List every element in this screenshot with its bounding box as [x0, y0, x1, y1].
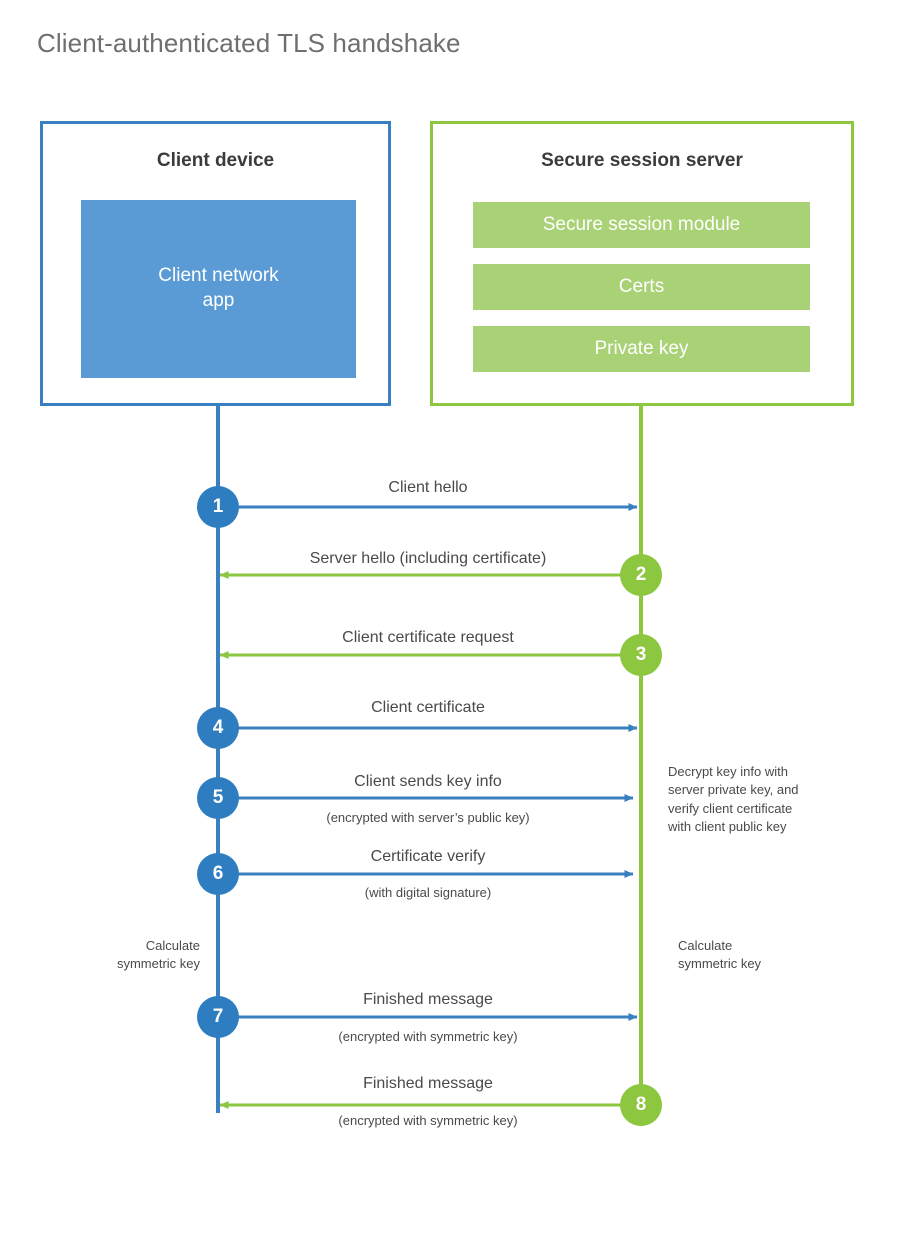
secure-session-module-bar: Secure session module	[473, 202, 810, 248]
message-sublabel-8: (encrypted with symmetric key)	[338, 1113, 518, 1128]
server-lifeline	[639, 403, 643, 1106]
private-key-bar: Private key	[473, 326, 810, 372]
page-title: Client-authenticated TLS handshake	[37, 28, 461, 58]
message-label-7: Finished message	[363, 991, 493, 1008]
step-circle-8[interactable]: 8	[620, 1084, 662, 1126]
message-label-4: Client certificate	[371, 699, 485, 716]
note-server-decrypt: Decrypt key info with server private key…	[668, 764, 799, 835]
step-circle-2[interactable]: 2	[620, 554, 662, 596]
step-circle-7[interactable]: 7	[197, 996, 239, 1038]
note-client-calculate-symmetric-key: Calculate symmetric key	[116, 938, 200, 972]
secure-session-server-title: Secure session server	[541, 150, 743, 171]
step-circle-3[interactable]: 3	[620, 634, 662, 676]
step-number-6: 6	[212, 863, 224, 884]
private-key-label: Private key	[594, 338, 689, 359]
step-number-5: 5	[212, 787, 224, 808]
certs-bar: Certs	[473, 264, 810, 310]
step-number-4: 4	[212, 717, 224, 738]
step-number-3: 3	[635, 644, 647, 665]
message-label-8: Finished message	[363, 1075, 493, 1092]
certs-label: Certs	[618, 276, 665, 297]
secure-session-module-label: Secure session module	[542, 214, 741, 235]
message-sublabel-7: (encrypted with symmetric key)	[338, 1029, 518, 1044]
step-circle-5[interactable]: 5	[197, 777, 239, 819]
message-label-5: Client sends key info	[354, 773, 502, 790]
step-circle-1[interactable]: 1	[197, 486, 239, 528]
step-circle-4[interactable]: 4	[197, 707, 239, 749]
client-network-app-block: Client network app	[81, 200, 356, 378]
message-label-1: Client hello	[388, 479, 468, 496]
step-number-7: 7	[212, 1006, 224, 1027]
client-network-app-label: Client network app	[158, 265, 279, 311]
step-number-1: 1	[212, 496, 224, 517]
note-server-calculate-symmetric-key: Calculate symmetric key	[678, 938, 762, 972]
secure-session-server-box: Secure session server Secure session mod…	[430, 121, 854, 406]
step-number-8: 8	[635, 1094, 647, 1115]
client-device-box: Client device Client network app	[40, 121, 391, 406]
message-label-3: Client certificate request	[342, 629, 514, 646]
client-lifeline	[216, 403, 220, 1113]
client-device-title: Client device	[156, 150, 275, 171]
message-sublabel-6: (with digital signature)	[364, 885, 492, 900]
step-circle-6[interactable]: 6	[197, 853, 239, 895]
message-label-2: Server hello (including certificate)	[309, 550, 547, 567]
message-label-6: Certificate verify	[370, 848, 486, 865]
step-number-2: 2	[635, 564, 647, 585]
message-sublabel-5: (encrypted with server’s public key)	[326, 810, 530, 825]
